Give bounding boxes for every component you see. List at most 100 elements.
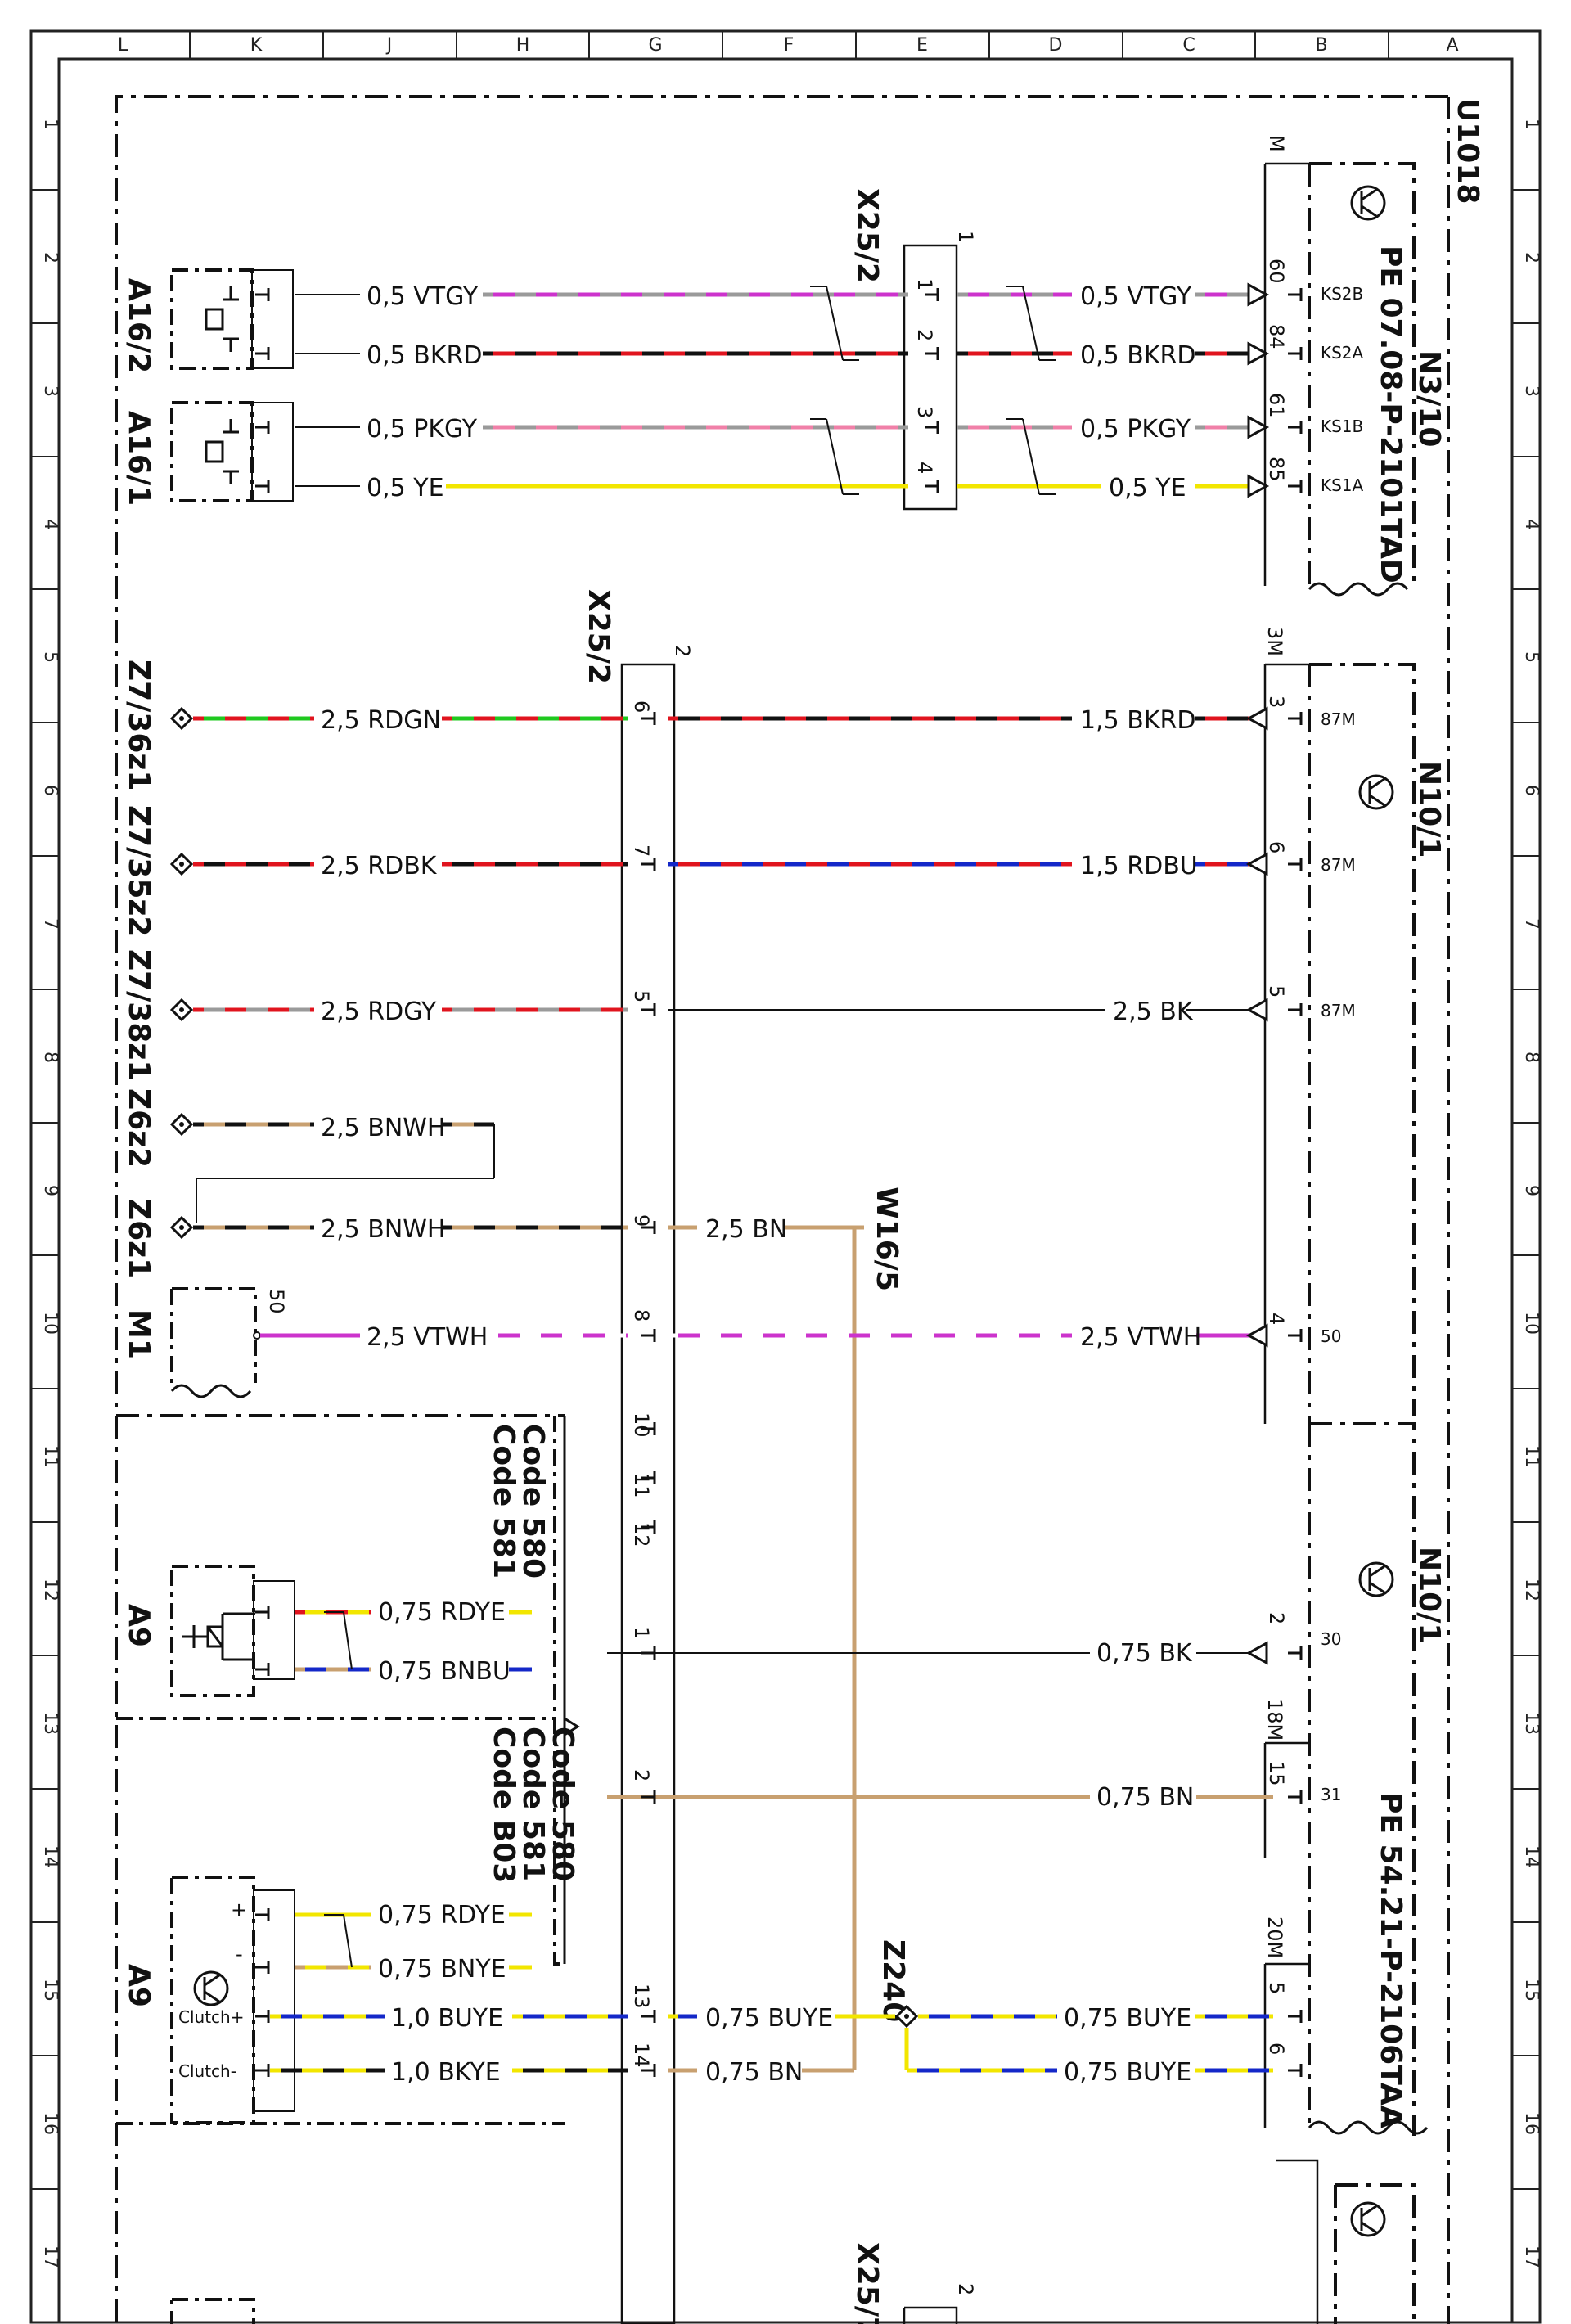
plug-arrow-icon bbox=[1245, 998, 1268, 1022]
row-label: 15 bbox=[1521, 1979, 1542, 2002]
terminal-tick bbox=[1288, 2010, 1303, 2023]
pin-label: KS1B bbox=[1321, 417, 1363, 436]
row-label: 9 bbox=[40, 1185, 61, 1196]
wire-label: 1,5 RDBU bbox=[1080, 852, 1198, 881]
wire-segment bbox=[826, 418, 844, 495]
row-label: 10 bbox=[1521, 1312, 1542, 1335]
wire-labels: 0,5 VTGY 0,5 VTGY 0,5 BKRD 0,5 BKRD 0,5 … bbox=[321, 282, 1201, 2087]
x25-7-name: X25/7 bbox=[850, 2242, 884, 2324]
wire-label: 2,5 RDBK bbox=[321, 852, 438, 881]
transistor-icon bbox=[193, 1970, 229, 2006]
pin-number: 4 bbox=[913, 462, 936, 474]
column-ticks bbox=[189, 31, 1389, 59]
n10-1-conn-20m: 20M bbox=[1263, 1916, 1286, 1958]
pin-number: 5 bbox=[1265, 985, 1288, 998]
row-label: 3 bbox=[40, 385, 61, 397]
wire-label: 0,75 BUYE bbox=[1064, 2058, 1191, 2087]
transistor-icon bbox=[1358, 774, 1394, 810]
row-label: 7 bbox=[1521, 918, 1542, 930]
row-label: 8 bbox=[1521, 1052, 1542, 1063]
wire-label: 0,75 RDYE bbox=[378, 1901, 506, 1930]
terminal-tick bbox=[641, 1221, 656, 1234]
m1-name: M1 bbox=[122, 1309, 155, 1359]
splice-dot bbox=[904, 2014, 909, 2019]
row-label: 13 bbox=[40, 1712, 61, 1735]
terminal-tick bbox=[255, 2010, 270, 2023]
transistor-icon bbox=[1350, 2201, 1386, 2237]
pin-number: 84 bbox=[1265, 324, 1288, 349]
a9-b-clutch-plus: Clutch+ bbox=[178, 2007, 244, 2027]
terminal-tick bbox=[1288, 1329, 1303, 1342]
wire-label: 0,5 YE bbox=[367, 474, 444, 502]
pin-number: 3 bbox=[1265, 696, 1288, 708]
wire-label: 2,5 BK bbox=[1113, 998, 1194, 1026]
a9-b-name: A9 bbox=[122, 1964, 155, 2007]
col-label-G: G bbox=[648, 35, 662, 56]
wire-label: 0,5 BKRD bbox=[367, 341, 482, 370]
plug-arrow-icon bbox=[1247, 282, 1270, 307]
row-ticks bbox=[31, 189, 1540, 2190]
terminal-tick bbox=[641, 2064, 656, 2077]
m1-terminal bbox=[253, 1331, 261, 1340]
row-label: 11 bbox=[40, 1445, 61, 1468]
terminal-tick bbox=[255, 1606, 270, 1619]
x25-7-num: 2 bbox=[954, 2283, 977, 2295]
col-label-J: J bbox=[385, 35, 393, 56]
pin-label: 31 bbox=[1321, 1785, 1341, 1804]
wire-label: 2,5 VTWH bbox=[1080, 1323, 1201, 1352]
pin-number: 5 bbox=[630, 990, 653, 1002]
row-label: 4 bbox=[1521, 519, 1542, 530]
splice-dot bbox=[179, 1225, 184, 1230]
terminal-tick bbox=[1288, 347, 1303, 360]
z7-38z1-name: Z7/38z1 bbox=[122, 949, 155, 1080]
a16-1-sensor: A16/1 bbox=[122, 401, 294, 506]
row-label: 6 bbox=[40, 785, 61, 796]
m1-pin: 50 bbox=[265, 1289, 288, 1314]
terminal-tick bbox=[1288, 1646, 1303, 1660]
wire-segment bbox=[1022, 286, 1040, 361]
n10-1-top-conn: 3M bbox=[1263, 627, 1286, 656]
terminal-tick bbox=[1288, 421, 1303, 434]
knock-sensor-icon bbox=[205, 286, 239, 352]
column-labels: L K J H G F E D C B A bbox=[118, 35, 1459, 56]
splice-dot bbox=[179, 862, 184, 867]
row-label: 5 bbox=[40, 651, 61, 663]
wire-segment bbox=[826, 286, 844, 361]
terminal-tick bbox=[641, 712, 656, 725]
row-labels: 1 2 3 4 5 6 7 8 9 10 11 12 13 14 15 16 1… bbox=[40, 119, 1542, 2268]
col-label-F: F bbox=[784, 35, 795, 56]
m1-starter: M1 50 bbox=[122, 1287, 288, 1398]
wire-label: 0,75 BN bbox=[1096, 1783, 1194, 1812]
z6z2-name: Z6z2 bbox=[122, 1088, 155, 1168]
pin-number: 3 bbox=[913, 406, 936, 418]
terminal-tick bbox=[1288, 858, 1303, 871]
terminal-tick bbox=[925, 347, 939, 360]
wire-label: 0,5 VTGY bbox=[1080, 282, 1192, 311]
col-label-L: L bbox=[118, 35, 128, 56]
wire-label: 1,0 BKYE bbox=[391, 2058, 501, 2087]
row-label: 1 bbox=[1521, 119, 1542, 130]
x25-2-top-num: 1 bbox=[954, 231, 977, 243]
terminal-tick bbox=[255, 347, 270, 360]
n3-10-conn-label: M bbox=[1265, 135, 1288, 152]
terminal-tick bbox=[925, 480, 939, 493]
wire-label: 0,5 YE bbox=[1109, 474, 1186, 502]
pin-numbers: 1 2 3 4 60 84 61 85 6 7 5 9 8 10 11 12 1… bbox=[630, 259, 1288, 2068]
row-label: 16 bbox=[1521, 2112, 1542, 2135]
pin-number: 13 bbox=[630, 1984, 653, 2009]
row-label: 15 bbox=[40, 1979, 61, 2002]
transistor-icon bbox=[1358, 1561, 1394, 1597]
col-label-E: E bbox=[916, 35, 928, 56]
page-id: U1018 bbox=[1451, 98, 1484, 204]
plug-arrow-icon bbox=[1247, 474, 1270, 498]
terminal-tick bbox=[255, 1663, 270, 1676]
pin-number: 5 bbox=[1265, 1982, 1288, 1994]
n10-1-top-module: 3M N10/1 bbox=[1263, 627, 1446, 1424]
wire-label: 2,5 BNWH bbox=[321, 1114, 446, 1142]
plug-arrow-icon bbox=[1245, 1323, 1268, 1348]
code-brackets: Code 580 Code 581 Code 580 Code 581 Code… bbox=[116, 1416, 580, 2125]
terminal-tick bbox=[925, 288, 939, 301]
pin-number: 9 bbox=[630, 1214, 653, 1227]
row-label: 10 bbox=[40, 1312, 61, 1335]
row-label: 13 bbox=[1521, 1712, 1542, 1735]
